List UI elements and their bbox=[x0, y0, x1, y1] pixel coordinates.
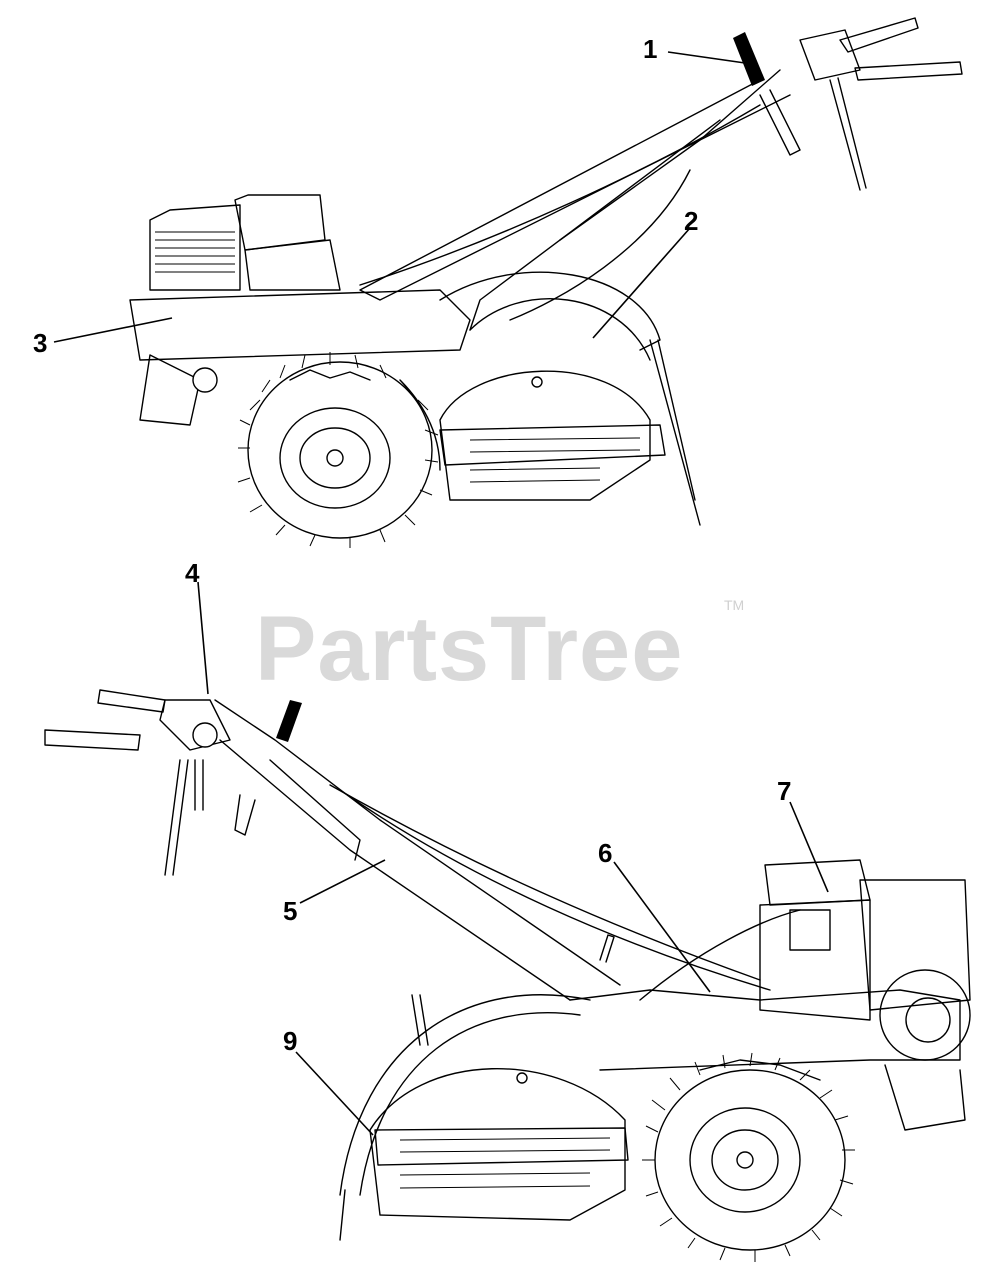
leader-line-5 bbox=[299, 859, 386, 904]
leader-line-9 bbox=[295, 1051, 374, 1136]
watermark-text: PartsTree bbox=[255, 598, 683, 700]
watermark-trademark: TM bbox=[724, 597, 744, 613]
callout-6: 6 bbox=[598, 838, 612, 868]
callout-5: 5 bbox=[283, 896, 297, 926]
watermark: PartsTree TM bbox=[255, 597, 744, 700]
top-tiller-drawing bbox=[129, 17, 963, 548]
leader-line-7 bbox=[789, 801, 829, 893]
leader-line-3 bbox=[53, 317, 173, 343]
bottom-tiller-drawing bbox=[44, 689, 971, 1262]
leader-line-1 bbox=[667, 51, 753, 65]
callout-7: 7 bbox=[777, 776, 791, 806]
callout-4: 4 bbox=[185, 558, 200, 588]
leader-line-2 bbox=[592, 227, 691, 339]
callout-2: 2 bbox=[684, 206, 698, 236]
leader-lines bbox=[53, 51, 829, 1136]
leader-line-6 bbox=[613, 861, 711, 993]
callout-9: 9 bbox=[283, 1026, 297, 1056]
callout-3: 3 bbox=[33, 328, 47, 358]
callout-1: 1 bbox=[643, 34, 657, 64]
leader-line-4 bbox=[197, 581, 209, 695]
callout-labels: 1 2 3 4 5 6 7 9 bbox=[33, 34, 791, 1056]
